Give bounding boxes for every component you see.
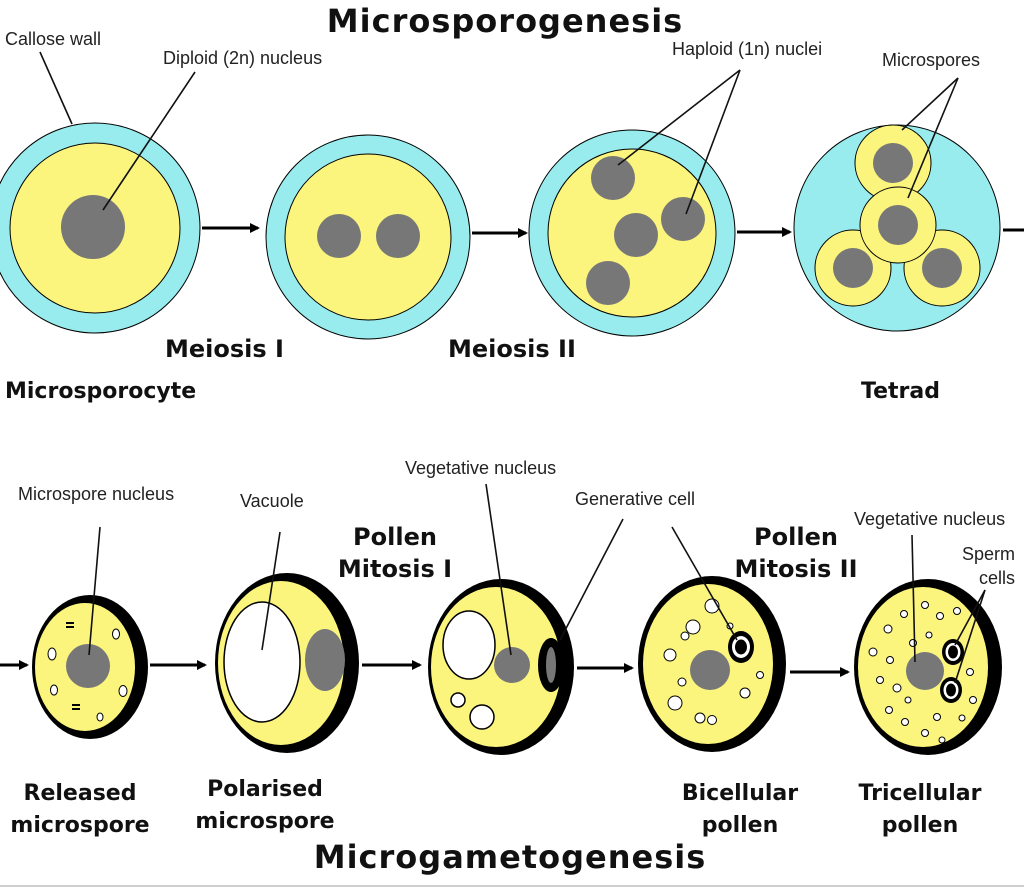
leader-generative-cell [559, 518, 624, 641]
label-diploid-nucleus: Diploid (2n) nucleus [163, 48, 322, 68]
leader-diploid-nucleus [102, 71, 196, 211]
label-pollen-mitosis-2-line1: Pollen [754, 523, 838, 551]
label-polarised-microspore-line1: Polarised [207, 777, 323, 802]
cell-tricellular-pollen [854, 579, 1002, 755]
label-meiosis-1: Meiosis I [165, 335, 284, 363]
label-pollen-mitosis-2-line2: Mitosis II [734, 555, 857, 583]
label-microspores: Microspores [882, 50, 980, 70]
cell-polarised-microspore [215, 573, 359, 753]
leader-microspores-b [907, 77, 959, 199]
cell-meiosis-2 [528, 129, 736, 337]
leader-bicellular-generative [671, 526, 738, 641]
label-released-microspore-line1: Released [24, 781, 137, 806]
leader-sperm-cells-b [954, 589, 986, 684]
label-microsporocyte: Microsporocyte [5, 379, 196, 404]
leader-microspores-a [901, 77, 959, 131]
title-microgametogenesis: Microgametogenesis [314, 838, 707, 876]
leader-sperm-cells-a [954, 589, 986, 646]
label-callose-wall: Callose wall [5, 29, 101, 49]
label-microspore-nucleus: Microspore nucleus [18, 484, 174, 504]
leader-vacuole [261, 531, 281, 651]
label-vegetative-nucleus-2: Vegetative nucleus [854, 509, 1005, 529]
label-tetrad: Tetrad [861, 379, 940, 404]
label-vegetative-nucleus-1: Vegetative nucleus [405, 458, 556, 478]
cell-microsporocyte [0, 122, 201, 334]
cell-meiosis-1 [265, 134, 471, 340]
label-vacuole: Vacuole [240, 491, 304, 511]
label-tricellular-pollen-line1: Tricellular [859, 781, 982, 806]
cell-released-microspore [32, 595, 148, 739]
title-microsporogenesis: Microsporogenesis [327, 2, 683, 40]
label-meiosis-2: Meiosis II [448, 335, 576, 363]
label-bicellular-pollen-line1: Bicellular [682, 781, 798, 806]
leader-vegetative-nucleus-2 [911, 534, 916, 663]
label-pollen-mitosis-1-line2: Mitosis I [338, 555, 452, 583]
cell-pollen-mitosis-1 [428, 579, 574, 755]
leader-haploid-nuclei-a [617, 69, 741, 166]
label-released-microspore-line2: microspore [10, 813, 149, 838]
leader-microspore-nucleus [88, 526, 101, 656]
leader-haploid-nuclei-b [685, 69, 741, 215]
leader-callose-wall [39, 51, 73, 125]
label-generative-cell: Generative cell [575, 489, 695, 509]
label-haploid-nuclei: Haploid (1n) nuclei [672, 39, 822, 59]
cell-tetrad [793, 124, 1001, 332]
label-bicellular-pollen-line2: pollen [702, 813, 779, 838]
leader-vegetative-nucleus-1 [485, 483, 512, 656]
cell-bicellular-pollen [638, 576, 786, 752]
label-tricellular-pollen-line2: pollen [882, 813, 959, 838]
label-polarised-microspore-line2: microspore [195, 809, 334, 834]
label-sperm-cells-line2: cells [979, 568, 1015, 588]
label-sperm-cells-line1: Sperm [962, 544, 1015, 564]
label-pollen-mitosis-1-line1: Pollen [353, 523, 437, 551]
